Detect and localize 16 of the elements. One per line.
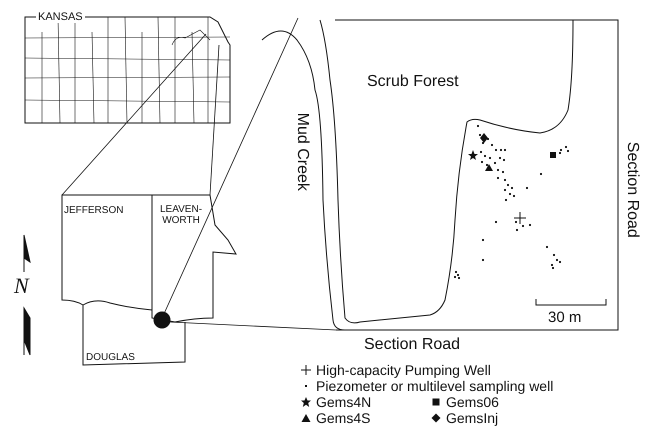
legend-text: Gems06 xyxy=(446,394,499,410)
county-label: LEAVEN- WORTH xyxy=(158,204,204,226)
county-label: JEFFERSON xyxy=(64,205,124,216)
legend-text: GemsInj xyxy=(446,410,498,426)
forest-label: Scrub Forest xyxy=(367,73,459,91)
scale-label: 30 m xyxy=(548,310,582,326)
north-label: N xyxy=(14,274,29,298)
state-label: KANSAS xyxy=(36,11,85,24)
legend-text: High-capacity Pumping Well xyxy=(316,362,491,378)
road-label: Section Road xyxy=(623,142,641,238)
creek-label: Mud Creek xyxy=(293,112,311,191)
legend-text: Piezometer or multilevel sampling well xyxy=(316,378,554,394)
legend-text: Gems4N xyxy=(316,394,372,410)
legend-text: Gems4S xyxy=(316,410,370,426)
road-label: Section Road xyxy=(364,336,460,354)
county-label: DOUGLAS xyxy=(86,352,135,363)
